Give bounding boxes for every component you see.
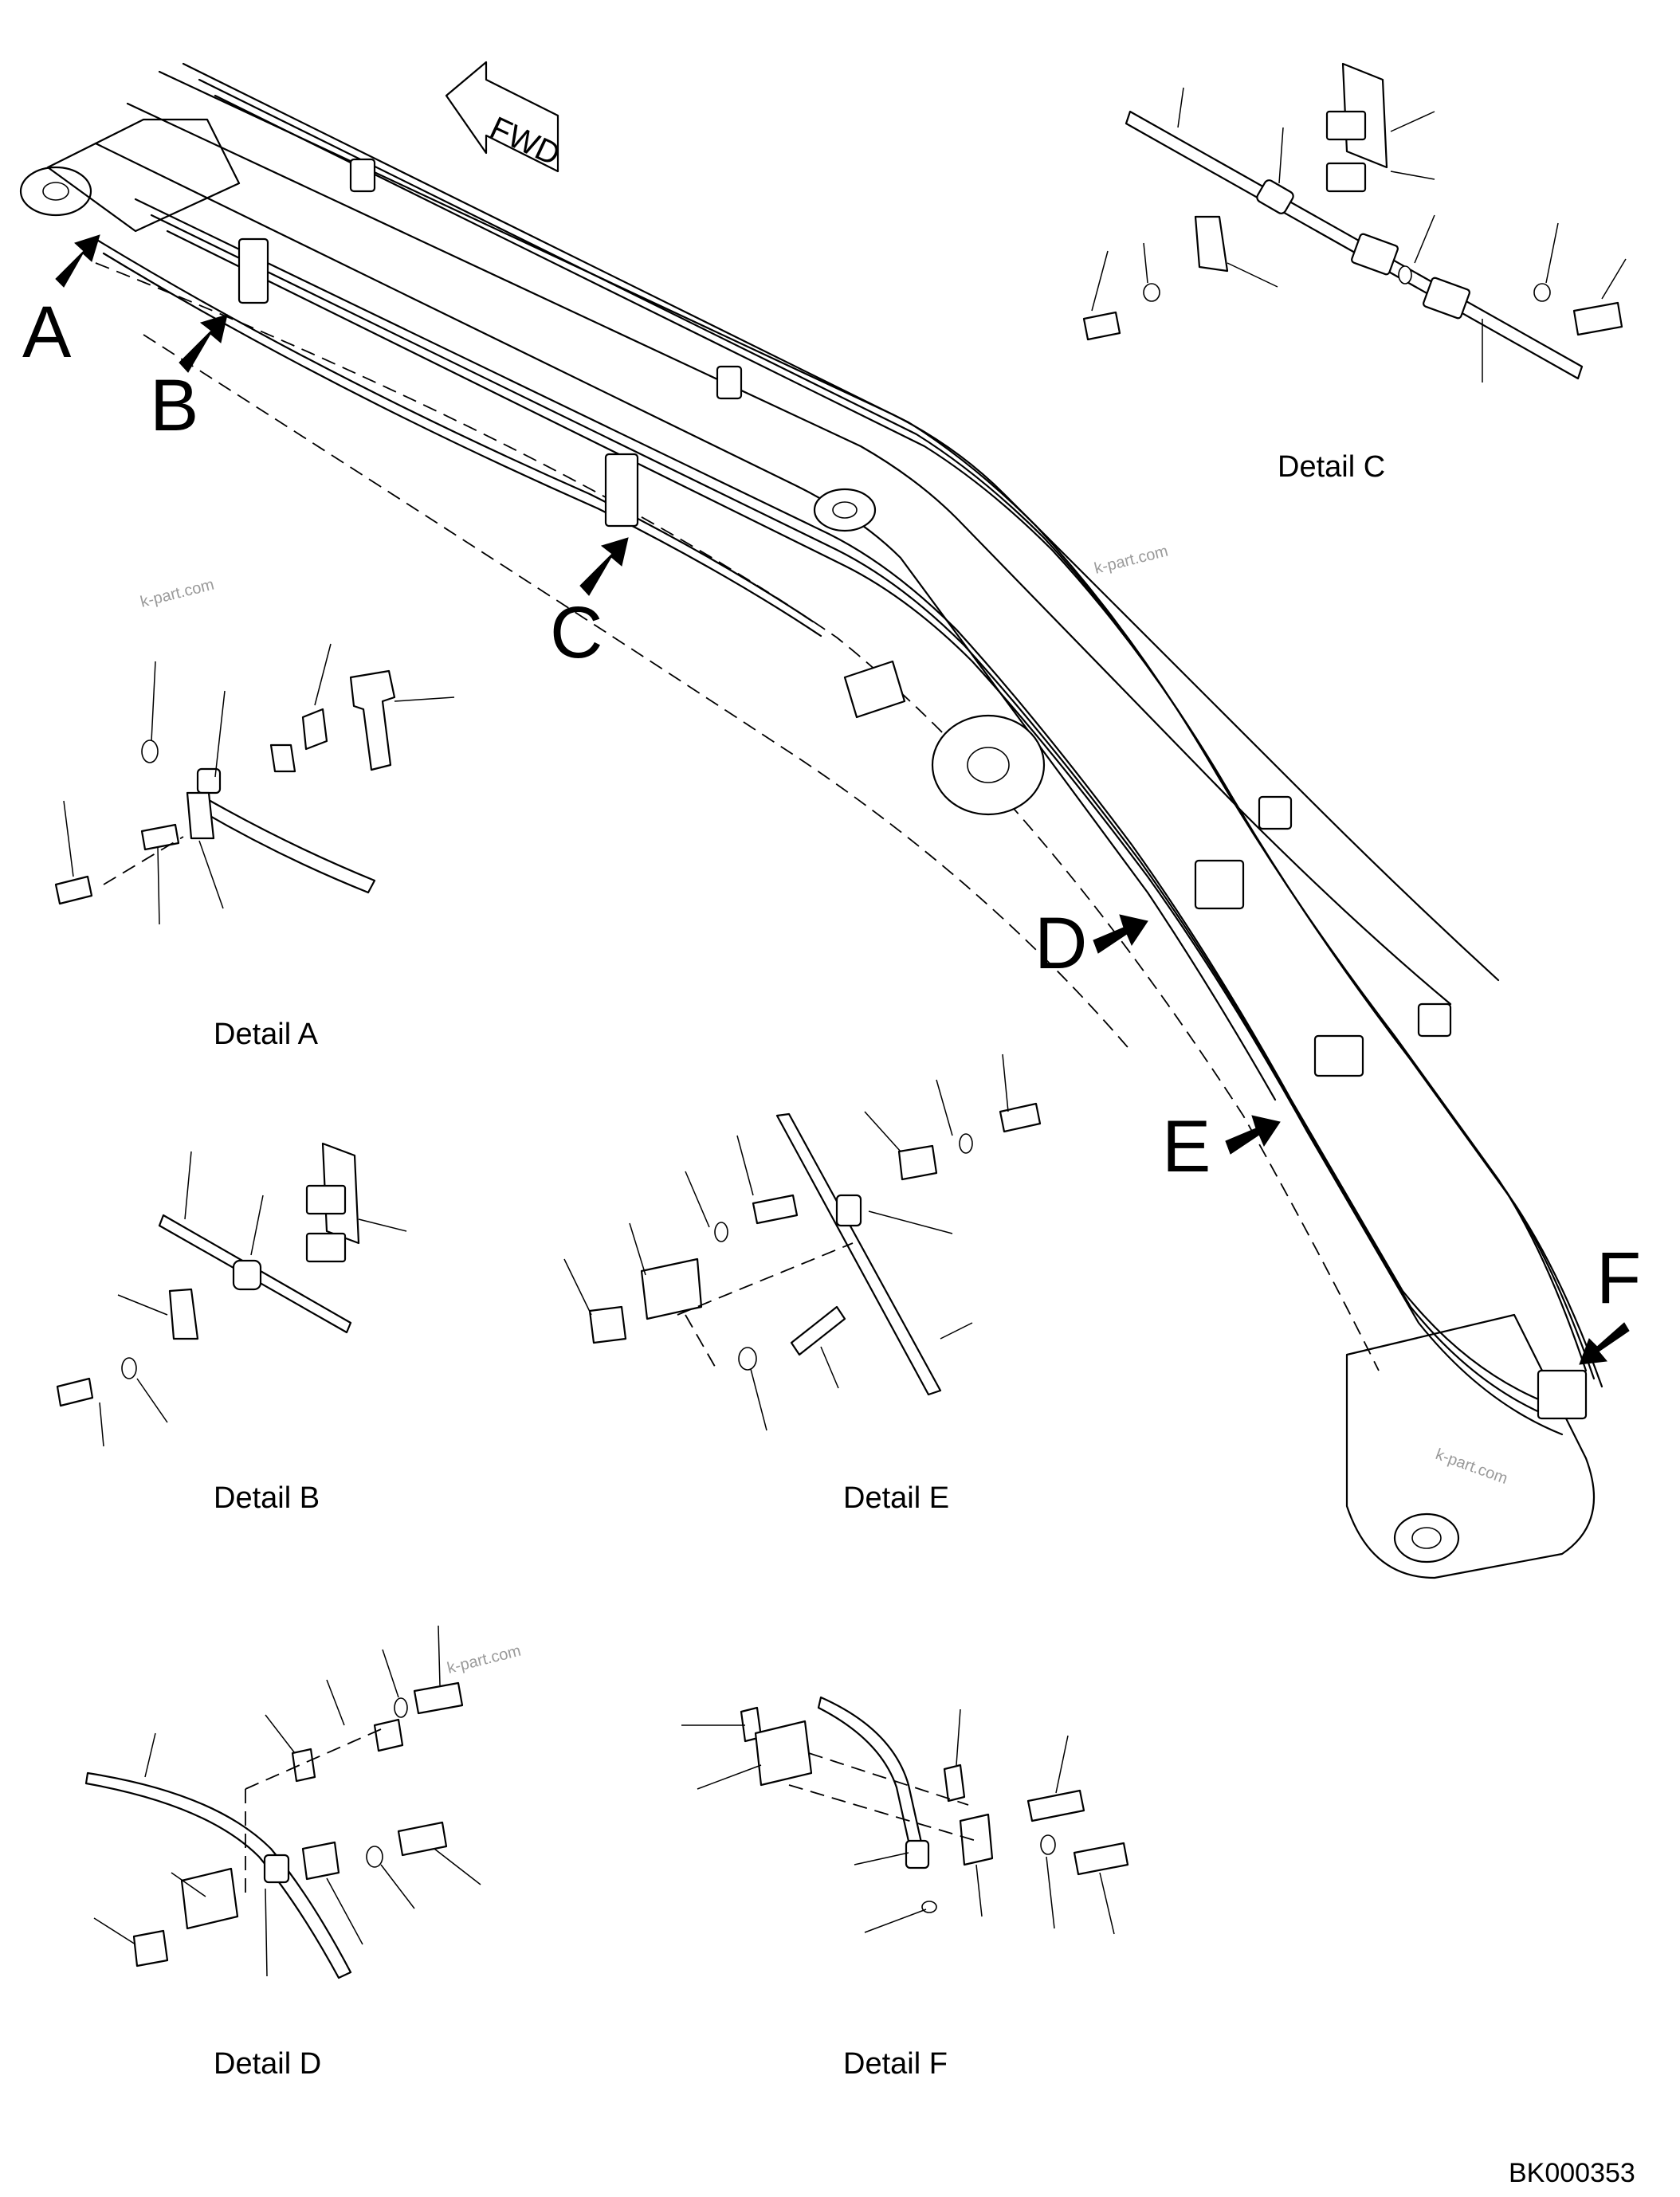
arrow-b: B: [150, 314, 228, 446]
detail-c-caption: Detail C: [1278, 450, 1385, 484]
watermark-4: k-part.com: [446, 1642, 523, 1677]
detail-f: Detail F: [681, 1696, 1129, 2081]
detail-b-caption: Detail B: [214, 1481, 320, 1515]
detail-b: Detail B: [56, 1142, 407, 1515]
clamp-e: [1313, 1034, 1364, 1077]
clamp-b: [237, 237, 269, 304]
detail-c: Detail C: [1082, 62, 1627, 484]
watermark-2: k-part.com: [1093, 543, 1170, 578]
arrow-c: C: [550, 537, 629, 673]
arrow-e: E: [1162, 1106, 1281, 1187]
clamp-d: [1194, 859, 1245, 910]
arrow-label-a: A: [22, 292, 72, 373]
clamp-f: [1537, 1369, 1588, 1420]
detail-f-caption: Detail F: [843, 2047, 948, 2081]
forward-direction-arrow-icon: FWD: [445, 61, 565, 173]
detail-d: Detail D: [84, 1625, 481, 2081]
detail-d-caption: Detail D: [214, 2047, 321, 2081]
arrow-a: A: [22, 234, 100, 373]
clamp-c: [604, 453, 639, 528]
detail-e: Detail E: [563, 1053, 1042, 1515]
watermark-1: k-part.com: [139, 576, 216, 611]
detail-a: Detail A: [54, 643, 455, 1051]
arrow-f: F: [1579, 1238, 1641, 1365]
arrow-label-e: E: [1162, 1106, 1211, 1187]
drawing-code: BK000353: [1509, 2158, 1635, 2188]
arrow-label-d: D: [1034, 903, 1087, 984]
boom-assembly: FWD A B C D E F: [19, 61, 1641, 1579]
arrow-d: D: [1034, 903, 1148, 984]
detail-a-caption: Detail A: [214, 1018, 319, 1051]
arrow-label-b: B: [150, 365, 198, 446]
watermark-3: k-part.com: [1433, 1446, 1509, 1488]
arrow-label-f: F: [1596, 1238, 1641, 1319]
detail-e-caption: Detail E: [843, 1481, 949, 1515]
arrow-label-c: C: [550, 592, 603, 673]
